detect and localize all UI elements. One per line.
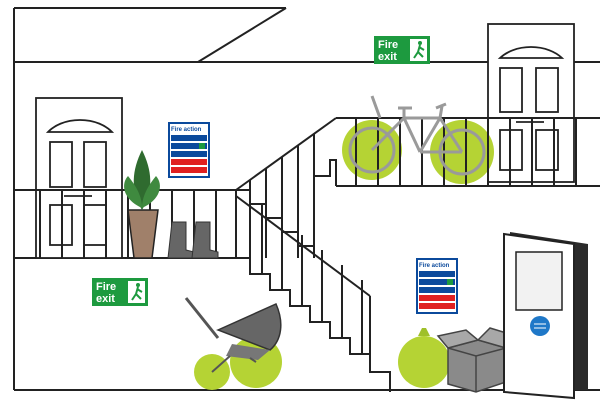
fire-action-right-title: Fire action [419,263,450,269]
fire-action-left-title: Fire action [171,127,202,133]
pram-icon [184,297,282,390]
fire-action-notice-left: Fire action [168,122,210,178]
potted-plant-icon [124,150,160,259]
running-man-icon [128,281,145,303]
bicycle-icon [348,95,486,176]
fire-exit-top-line2: exit [378,51,397,63]
fire-exit-top-line1: Fire [378,39,398,51]
fire-exit-bottom-line2: exit [96,293,115,305]
fire-exit-sign-top: Fire exit [374,36,430,64]
upper-left-door [35,97,123,259]
running-man-icon [410,39,427,61]
blue-circle-icon [530,316,550,336]
fire-exit-sign-bottom: Fire exit [92,278,148,306]
fire-action-notice-right: Fire action [416,258,458,314]
fire-exit-bottom-line1: Fire [96,281,116,293]
lower-right-door [503,232,588,400]
staircase [235,117,391,392]
boots-icon [167,221,219,259]
rubbish-bag-icon [398,328,450,388]
